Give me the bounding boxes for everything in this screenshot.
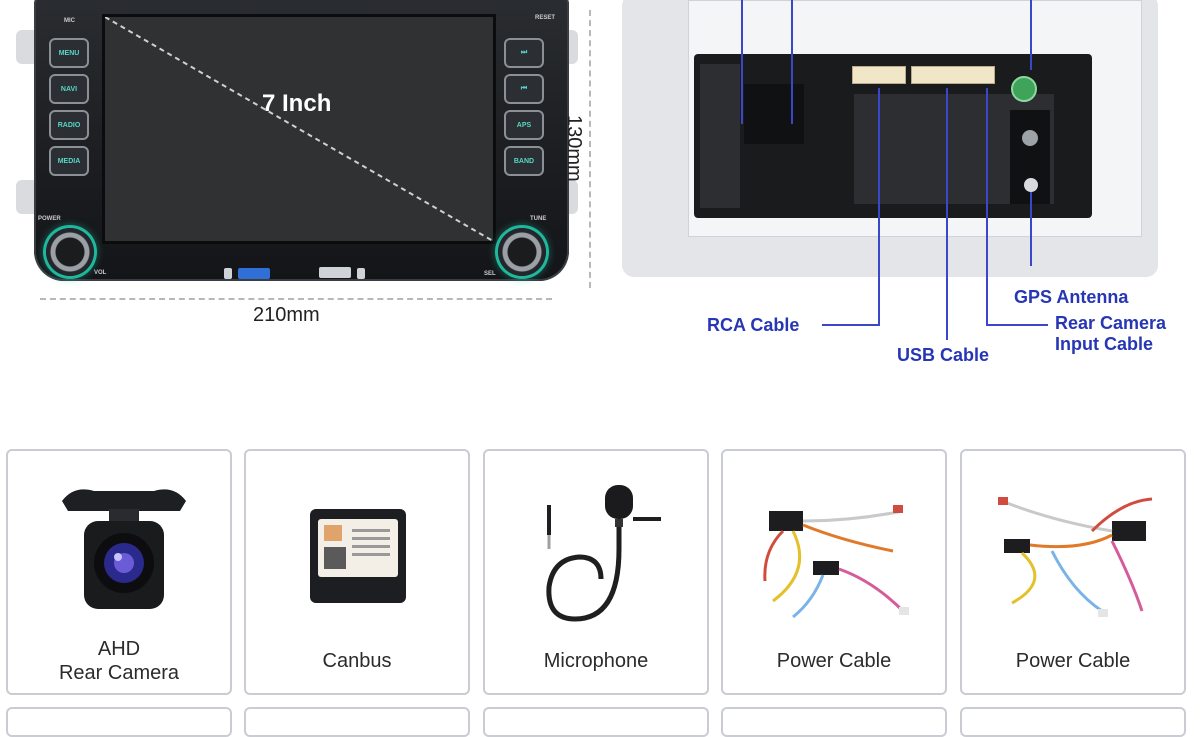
touch-screen xyxy=(102,14,496,244)
sd-slot xyxy=(357,268,365,279)
accessory-card-power-cable-1[interactable]: Power Cable xyxy=(721,449,947,695)
rca-cable-callout: RCA Cable xyxy=(707,315,800,335)
aps-button[interactable]: APS xyxy=(504,110,544,140)
width-dimension-label: 210mm xyxy=(253,304,320,326)
sd-slot xyxy=(224,268,232,279)
rear-camera-callout: Rear Camera Input Cable xyxy=(1055,313,1166,355)
power-label: POWER xyxy=(38,216,61,222)
vol-label: VOL xyxy=(94,270,107,276)
leader-line xyxy=(1030,192,1032,266)
rca-connector xyxy=(852,66,906,84)
leader-line xyxy=(1030,0,1032,70)
gps-antenna-port xyxy=(1011,76,1037,102)
media-button[interactable]: MEDIA xyxy=(49,146,89,176)
rear-camera-icon xyxy=(62,489,186,609)
leader-line xyxy=(946,88,948,340)
power-cable-icon xyxy=(998,497,1153,617)
accessory-card-canbus[interactable]: Canbus xyxy=(244,449,470,695)
power-cable-icon xyxy=(763,505,909,619)
reset-label: RESET xyxy=(535,15,556,21)
tune-label: TUNE xyxy=(530,216,547,222)
card-label: Canbus xyxy=(322,650,392,672)
next-track-button[interactable]: ⏭ xyxy=(504,38,544,68)
rear-camera-callout-line1: Rear Camera xyxy=(1055,313,1167,333)
height-dimension-label: 130mm xyxy=(563,115,585,182)
tune-knob[interactable] xyxy=(498,228,546,276)
leader-line xyxy=(986,324,1048,326)
width-dimension-line xyxy=(40,298,552,300)
accessory-card-power-cable-2[interactable]: Power Cable xyxy=(960,449,1186,695)
radio-antenna-port xyxy=(1022,130,1038,146)
radio-button[interactable]: RADIO xyxy=(49,110,89,140)
prev-track-button[interactable]: ⏮ xyxy=(504,74,544,104)
leader-line xyxy=(791,0,793,124)
usb-port-icon xyxy=(319,267,351,278)
power-connector xyxy=(911,66,995,84)
accessory-card-rear-camera[interactable]: AHD Rear Camera xyxy=(6,449,232,695)
accessory-card-microphone[interactable]: Microphone xyxy=(483,449,709,695)
leader-line xyxy=(878,88,880,326)
band-button[interactable]: BAND xyxy=(504,146,544,176)
mic-label: MIC xyxy=(64,18,75,24)
screen-diagonal xyxy=(105,17,493,241)
accessory-card-next[interactable] xyxy=(6,707,232,737)
card-label: Power Cable xyxy=(1015,650,1131,672)
front-unit-diagram: MIC RESET 7 Inch MENU NAVI RADIO MEDIA ⏭… xyxy=(14,0,578,285)
menu-button[interactable]: MENU xyxy=(49,38,89,68)
leader-line xyxy=(822,324,880,326)
camera-port xyxy=(1024,178,1038,192)
microphone-icon xyxy=(546,485,661,622)
screen-size-label: 7 Inch xyxy=(262,90,332,117)
leader-line xyxy=(741,0,743,124)
height-dimension-line xyxy=(589,10,591,288)
canbus-box-icon xyxy=(310,509,406,603)
connector-block xyxy=(744,84,804,144)
card-label: Power Cable xyxy=(776,650,892,672)
card-label-line2: Rear Camera xyxy=(58,662,180,684)
accessory-card-next[interactable] xyxy=(721,707,947,737)
leader-line xyxy=(986,88,988,326)
card-label-line1: AHD xyxy=(97,638,141,660)
accessory-card-next[interactable] xyxy=(244,707,470,737)
accessory-card-next[interactable] xyxy=(483,707,709,737)
heatsink-fin xyxy=(700,64,740,208)
gps-antenna-callout: GPS Antenna xyxy=(1014,287,1129,307)
rear-camera-callout-line2: Input Cable xyxy=(1055,334,1153,354)
navi-button[interactable]: NAVI xyxy=(49,74,89,104)
usb-cable-callout: USB Cable xyxy=(897,345,990,365)
sel-label: SEL xyxy=(484,271,496,277)
card-label: Microphone xyxy=(543,650,649,672)
accessory-card-next[interactable] xyxy=(960,707,1186,737)
volume-knob[interactable] xyxy=(46,228,94,276)
usb-port-icon xyxy=(238,268,270,279)
